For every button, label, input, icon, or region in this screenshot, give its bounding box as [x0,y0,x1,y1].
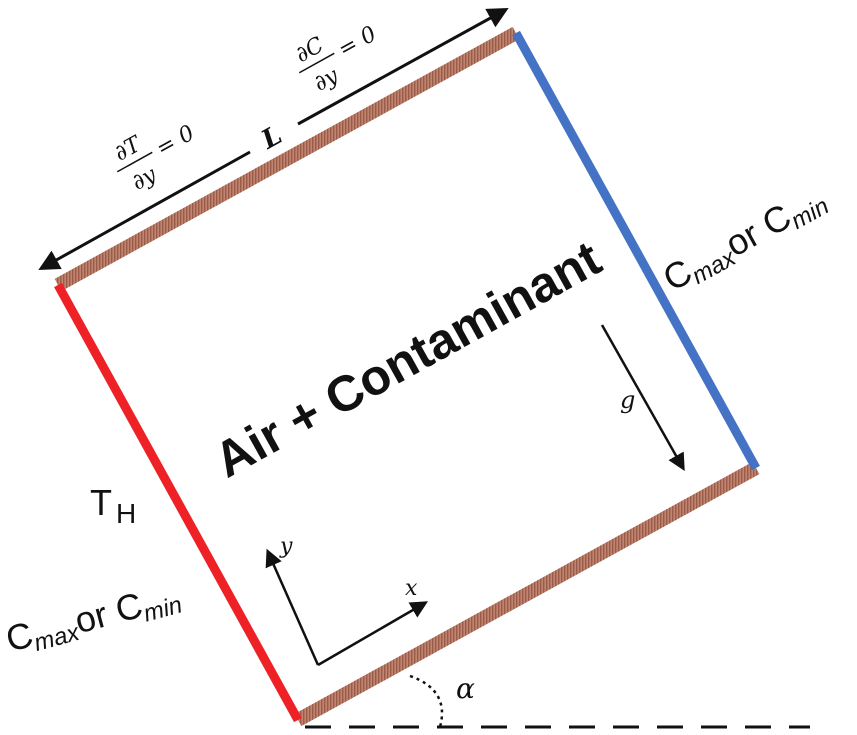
left-concentration-label: Cmaxor Cmin [1,574,185,664]
svg-text:Cmaxor Cmin: Cmaxor Cmin [1,574,185,664]
y-axis-label: y [279,534,293,559]
svg-text:T: T [90,482,112,523]
cold-wall [512,30,760,471]
hot-wall [54,282,302,723]
hot-temperature-label: T H [90,482,136,529]
gravity-label: g [620,386,635,414]
gravity-arrow [600,324,685,472]
svg-text:∂y: ∂y [310,63,343,97]
right-concentration-label: Cmaxor Cmin [656,177,834,303]
svg-text:= 0: = 0 [334,22,381,63]
tilt-angle-label: α [456,672,475,705]
concentration-gradient-bc: ∂C ∂y = 0 [291,22,381,97]
bottom-adiabatic-wall [294,461,760,727]
length-label: L [256,120,287,156]
svg-text:∂T: ∂T [110,131,147,167]
svg-text:H: H [116,498,136,529]
svg-text:∂y: ∂y [128,162,161,196]
svg-text:Cmaxor Cmin: Cmaxor Cmin [656,177,834,303]
top-adiabatic-wall [54,26,520,292]
svg-text:= 0: = 0 [152,121,199,162]
fluid-label: Air + Contaminant [205,230,610,489]
tilt-angle-arc [409,674,444,728]
length-arrow-right [297,7,509,126]
x-axis-arrow [317,601,429,667]
x-axis-label: x [405,576,418,601]
y-axis-arrow [265,548,320,666]
svg-text:∂C: ∂C [291,33,328,69]
length-arrow-left [38,150,251,271]
